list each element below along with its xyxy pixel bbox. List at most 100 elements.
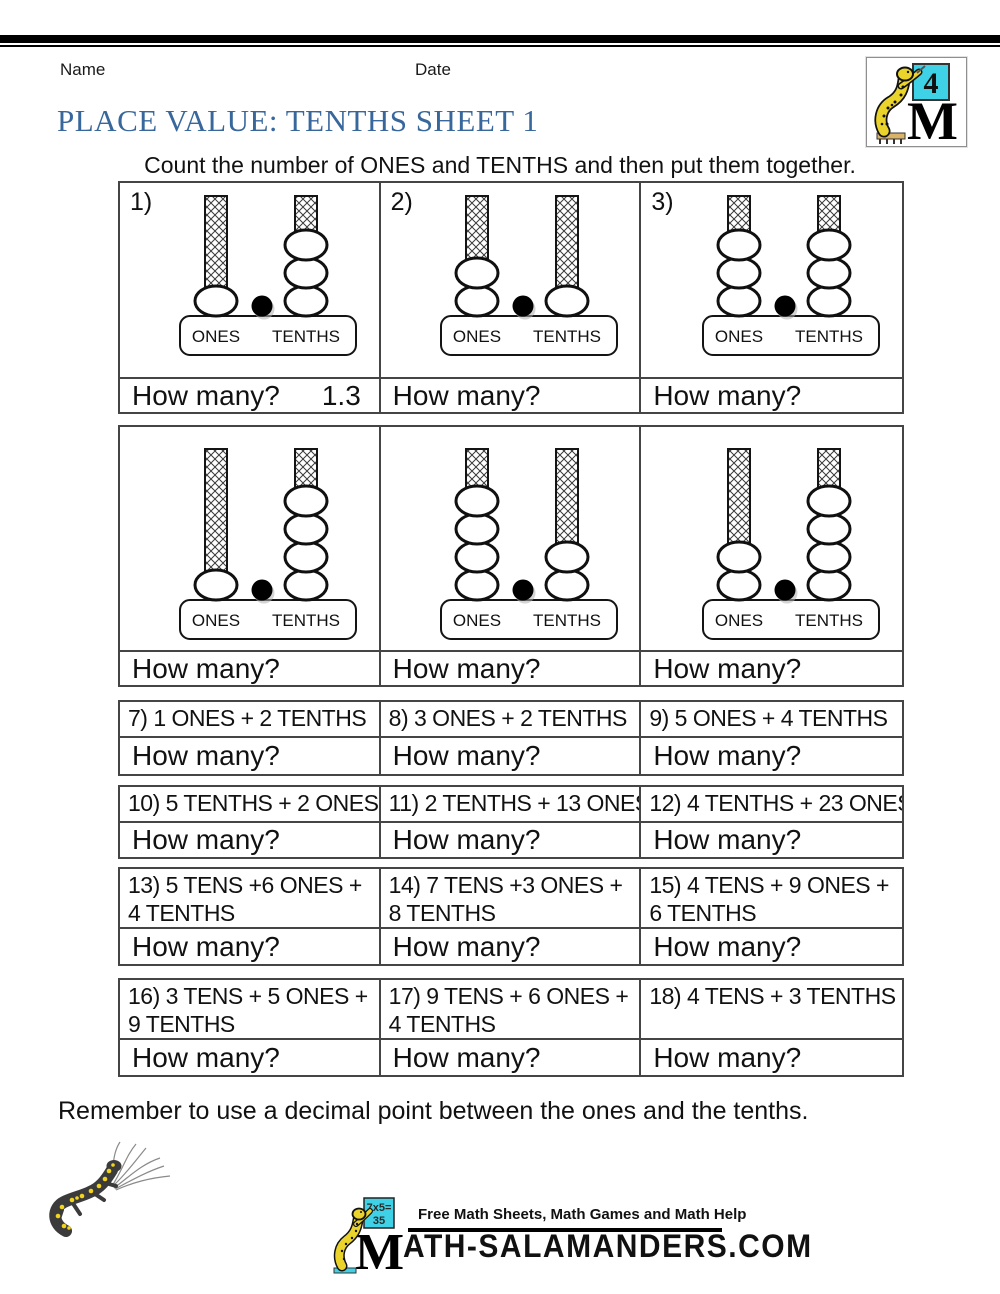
word-problem-text: 15) 4 TENS + 9 ONES + <box>649 872 889 898</box>
abacus-bead <box>716 228 762 262</box>
abacus-bead <box>454 484 500 518</box>
how-many-cell: How many? 1.3 <box>120 377 381 412</box>
how-many-cell: How many? <box>380 377 642 412</box>
word-problem-text: 18) 4 TENS + 3 TENTHS <box>649 983 896 1009</box>
abacus-figure: ONES TENTHS <box>701 195 880 356</box>
abacus-bead <box>283 256 329 290</box>
abacus-bead <box>454 568 500 602</box>
how-many-cell: How many? <box>641 736 902 774</box>
how-many-label: How many? <box>132 379 280 411</box>
word-problem-cell: 18) 4 TENS + 3 TENTHS <box>641 980 902 1038</box>
page-title: PLACE VALUE: TENTHS SHEET 1 <box>57 103 539 138</box>
word-problem-text: 14) 7 TENS +3 ONES + <box>388 872 623 898</box>
word-problem-cell: 13) 5 TENS +6 ONES + 4 TENTHS <box>120 869 381 927</box>
top-border-thick <box>0 35 1000 43</box>
how-many-cell: How many? <box>641 377 902 412</box>
word-problem-text: 13) 5 TENS +6 ONES + <box>128 872 362 898</box>
name-label: Name <box>60 60 106 79</box>
how-many-cell: How many? <box>380 736 642 774</box>
word-problem-text: 16) 3 TENS + 5 ONES + <box>128 983 368 1009</box>
decimal-point-dot <box>251 579 273 601</box>
how-many-label: How many? <box>132 824 280 855</box>
abacus-bead <box>454 256 500 290</box>
how-many-cell: How many? <box>641 821 902 857</box>
abacus-bead <box>283 228 329 262</box>
how-many-label: How many? <box>132 740 280 771</box>
how-many-label: How many? <box>132 930 280 962</box>
word-problem-cell: 8) 3 ONES + 2 TENTHS <box>381 702 642 736</box>
decimal-point-dot <box>774 295 796 317</box>
problem-number: 1) <box>130 188 153 216</box>
abacus-bead <box>806 228 852 262</box>
decimal-point-dot <box>512 579 534 601</box>
tenths-label: TENTHS <box>533 611 601 630</box>
word-table-10-12: 10) 5 TENTHS + 2 ONES 11) 2 TENTHS + 13 … <box>118 785 904 859</box>
ones-label: ONES <box>453 327 501 346</box>
ones-label: ONES <box>192 327 240 346</box>
word-problem-cell: 11) 2 TENTHS + 13 ONES <box>381 787 642 821</box>
word-problem-text: 9) 5 ONES + 4 TENTHS <box>649 705 888 731</box>
ones-label: ONES <box>715 611 763 630</box>
corner-salamander-icon <box>49 1141 171 1237</box>
salamander-badge: 4 M <box>866 57 967 151</box>
abacus-bead <box>806 512 852 546</box>
abacus-bead <box>716 256 762 290</box>
how-many-cell: How many? <box>120 821 381 857</box>
badge-m-letter: M <box>907 91 958 144</box>
abacus-bead <box>544 568 590 602</box>
abacus-bead <box>806 284 852 318</box>
how-many-cell: How many? <box>380 1038 642 1075</box>
footer-site-name: ATH-SALAMANDERS.COM <box>403 1229 813 1265</box>
ones-label: ONES <box>715 327 763 346</box>
word-problem-text: 17) 9 TENS + 6 ONES + <box>388 983 629 1009</box>
abacus-bead <box>283 512 329 546</box>
footer-rule <box>408 1228 722 1232</box>
tenths-label: TENTHS <box>795 611 863 630</box>
word-problem-text: 6 TENTHS <box>649 900 757 926</box>
footer-board-line2: 35 <box>373 1215 385 1227</box>
word-problem-text: 8) 3 ONES + 2 TENTHS <box>388 705 628 731</box>
word-problem-cell: 14) 7 TENS +3 ONES + 8 TENTHS <box>381 869 642 927</box>
word-problem-cell: 9) 5 ONES + 4 TENTHS <box>641 702 902 736</box>
how-many-label: How many? <box>653 930 802 962</box>
instruction-text: Count the number of ONES and TENTHS and … <box>144 152 856 178</box>
abacus-bead <box>806 540 852 574</box>
date-label: Date <box>415 60 451 79</box>
how-many-label: How many? <box>653 652 802 684</box>
answer-value: 1.3 <box>321 379 361 411</box>
how-many-cell: How many? <box>120 1038 381 1075</box>
abacus-problem-cell: ONES TENTHS <box>641 427 902 650</box>
footer-salamander-icon: 7x5= 35 M <box>333 1197 404 1276</box>
ones-label: ONES <box>192 611 240 630</box>
salamander-badge-icon: 4 M <box>874 63 958 151</box>
how-many-label: How many? <box>653 740 802 771</box>
word-problem-cell: 17) 9 TENS + 6 ONES + 4 TENTHS <box>381 980 642 1038</box>
how-many-label: How many? <box>392 740 541 771</box>
how-many-cell: How many? <box>380 650 642 685</box>
abacus-bead <box>716 568 762 602</box>
abacus-bead <box>193 284 239 318</box>
how-many-label: How many? <box>392 930 541 962</box>
word-problem-cell: 16) 3 TENS + 5 ONES + 9 TENTHS <box>120 980 381 1038</box>
word-problem-cell: 7) 1 ONES + 2 TENTHS <box>120 702 381 736</box>
abacus-bead <box>454 540 500 574</box>
decimal-point-dot <box>512 295 534 317</box>
word-table-13-15: 13) 5 TENS +6 ONES + 4 TENTHS 14) 7 TENS… <box>118 867 904 966</box>
abacus-bead <box>716 284 762 318</box>
abacus-bead <box>544 284 590 318</box>
word-problem-text: 12) 4 TENTHS + 23 ONES <box>649 790 902 816</box>
footer-tagline: Free Math Sheets, Math Games and Math He… <box>418 1206 747 1223</box>
tenths-label: TENTHS <box>795 327 863 346</box>
decimal-point-dot <box>774 579 796 601</box>
how-many-label: How many? <box>132 652 280 684</box>
abacus-bead <box>806 568 852 602</box>
reminder-text: Remember to use a decimal point between … <box>58 1097 809 1125</box>
how-many-cell: How many? <box>120 736 381 774</box>
abacus-bead <box>283 540 329 574</box>
abacus-bead <box>806 484 852 518</box>
